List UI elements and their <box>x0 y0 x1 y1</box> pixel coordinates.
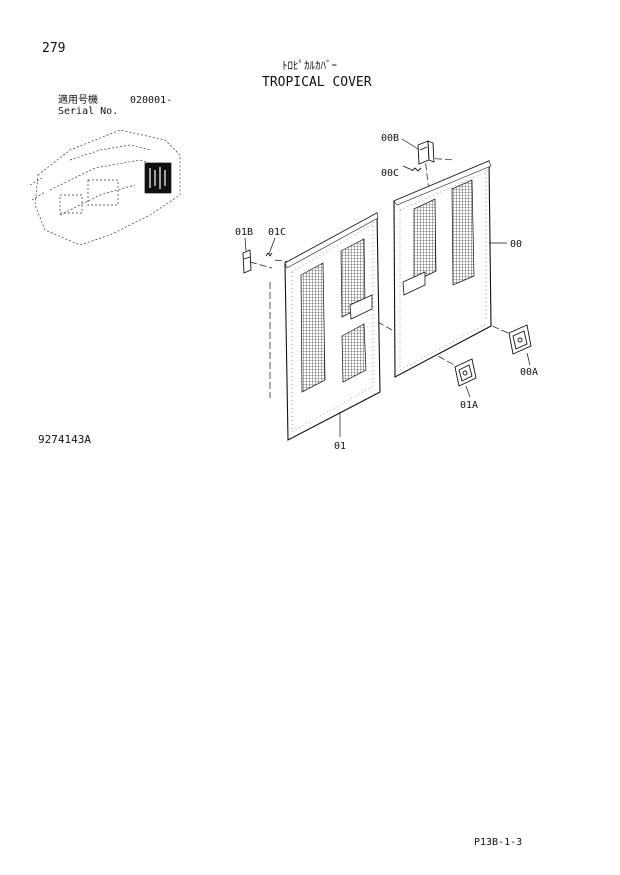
serial-value: 020001- <box>130 95 173 106</box>
page-number: 279 <box>42 41 66 56</box>
callout-leaders <box>244 138 531 437</box>
title-english: TROPICAL COVER <box>262 75 372 90</box>
callout-00: 00 <box>510 239 522 250</box>
latch-01A <box>454 358 477 387</box>
callout-01: 01 <box>334 441 346 452</box>
callout-00A: 00A <box>520 367 538 378</box>
page-code: P13B-1-3 <box>474 837 523 848</box>
bracket-01B <box>242 249 252 274</box>
bolt-00C <box>411 167 422 172</box>
cover-panel-00 <box>393 160 492 378</box>
drawing-number: 9274143A <box>38 433 91 446</box>
machine-thumbnail <box>29 129 181 246</box>
bolt-01C <box>265 252 273 257</box>
callout-00C: 00C <box>381 168 399 179</box>
callout-00B: 00B <box>381 133 399 144</box>
callout-01A: 01A <box>460 400 478 411</box>
tropical-cover-highlight <box>144 162 172 194</box>
bracket-00B <box>417 140 435 165</box>
latch-00A <box>508 324 532 355</box>
callout-01C: 01C <box>268 227 286 238</box>
serial-label-japanese: 適用号機 <box>58 95 98 106</box>
serial-label-english: Serial No. <box>58 106 119 117</box>
cover-panel-01 <box>284 212 381 441</box>
callout-01B: 01B <box>235 227 253 238</box>
title-japanese: ﾄﾛﾋﾟｶﾙｶﾊﾞｰ <box>282 59 337 72</box>
